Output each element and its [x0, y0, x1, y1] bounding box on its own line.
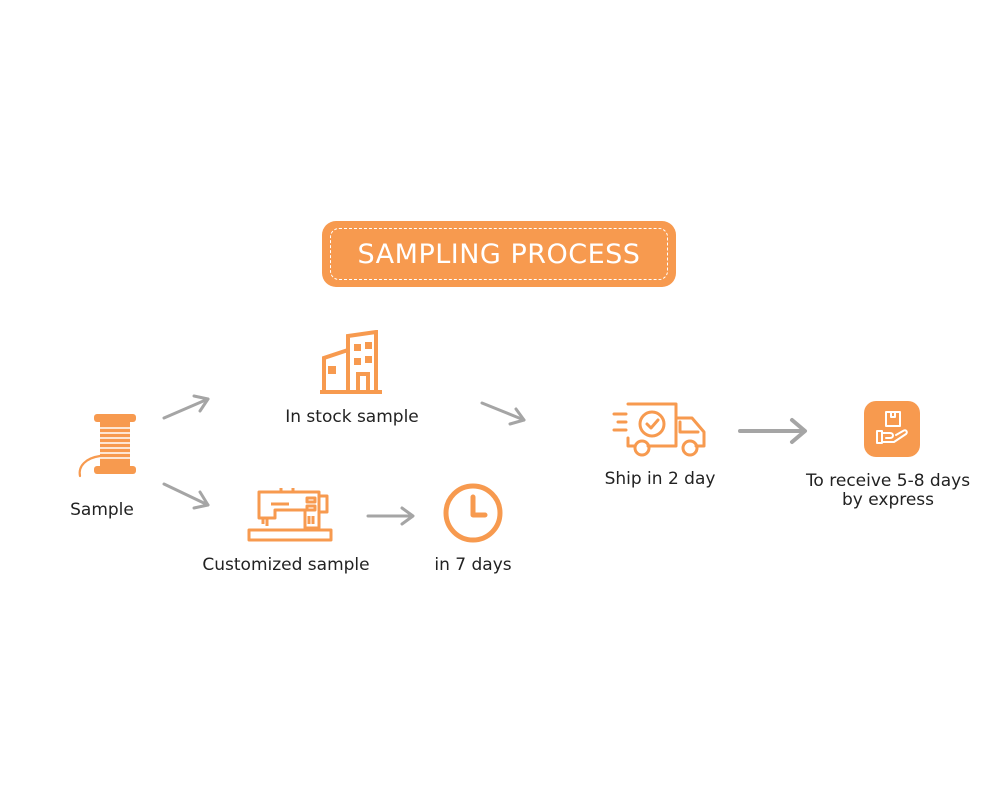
customized-label: Customized sample	[202, 555, 370, 575]
arrow-in-stock-to-ship	[480, 401, 526, 426]
receive-label-line1: To receive 5-8 days	[805, 471, 971, 491]
clock-icon	[443, 483, 503, 543]
title-badge: SAMPLING PROCESS	[322, 221, 676, 287]
delivery-truck-icon	[612, 402, 706, 457]
building-icon	[320, 330, 382, 394]
arrow-customized-to-days	[366, 506, 415, 526]
arrow-sample-to-customized	[162, 482, 210, 510]
receive-label-line2: by express	[841, 490, 935, 510]
arrow-sample-to-in-stock	[162, 394, 210, 420]
thread-spool-icon	[78, 414, 136, 478]
title-text: SAMPLING PROCESS	[330, 228, 668, 280]
sewing-machine-icon	[247, 488, 333, 542]
sample-label: Sample	[70, 500, 134, 520]
seven-days-label: in 7 days	[434, 555, 512, 575]
package-hand-icon	[864, 401, 920, 457]
ship-label: Ship in 2 day	[604, 469, 716, 489]
arrow-ship-to-receive	[738, 418, 807, 444]
in-stock-label: In stock sample	[285, 407, 419, 427]
